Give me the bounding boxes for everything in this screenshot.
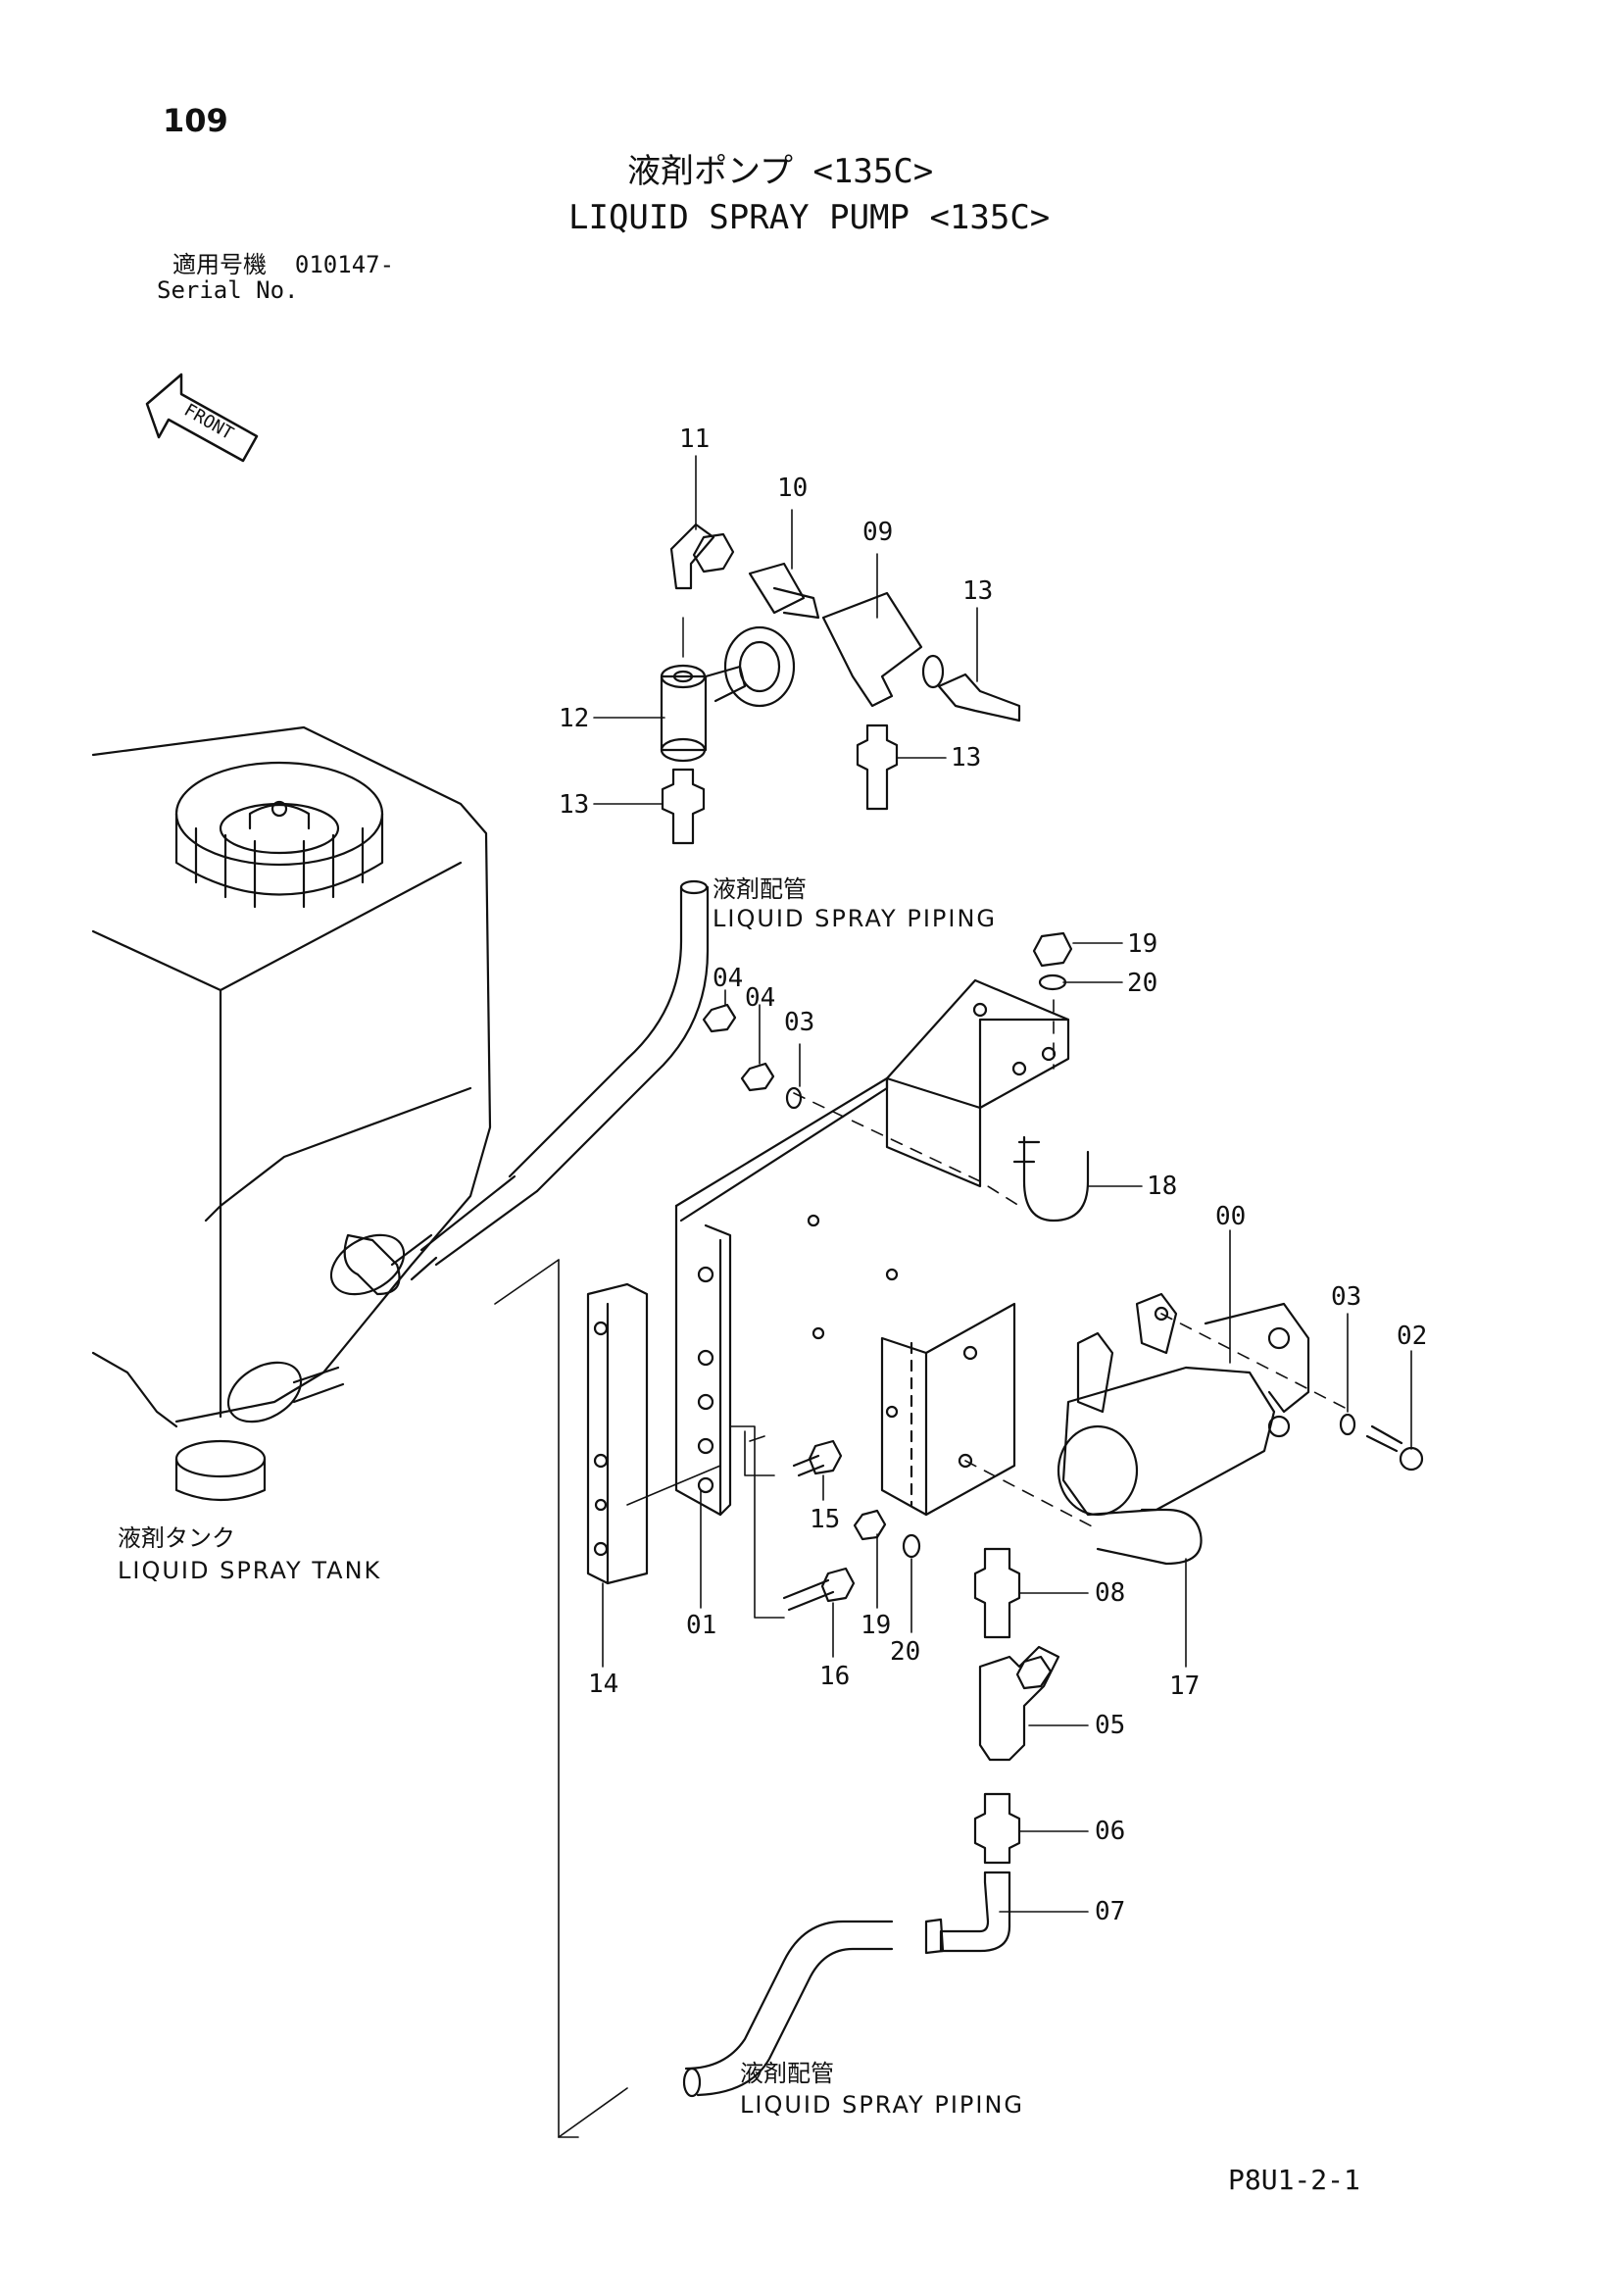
- callout-20-lower: 20: [890, 1637, 921, 1667]
- top-fittings-drawing: [660, 523, 1021, 845]
- callout-01: 01: [686, 1611, 717, 1640]
- piping-upper-hose-edge: [535, 885, 710, 1193]
- callout-03-right: 03: [1331, 1282, 1362, 1312]
- piping-upper-hose-end: [679, 879, 709, 895]
- piping-to-tank: [419, 1174, 539, 1267]
- front-arrow-label: FRONT: [180, 400, 237, 444]
- serial-value: 010147-: [294, 251, 395, 278]
- page-title-japanese: 液剤ポンプ <135C>: [627, 152, 934, 191]
- callout-12: 12: [559, 704, 590, 733]
- callout-18: 18: [1147, 1172, 1178, 1201]
- callout-04-right: 04: [745, 983, 776, 1013]
- piping-lower-label-english: LIQUID SPRAY PIPING: [740, 2091, 1024, 2119]
- callout-13-right: 13: [962, 576, 994, 606]
- piping-upper-hose: [508, 885, 683, 1178]
- callout-13-middle: 13: [951, 743, 982, 773]
- liquid-spray-tank-drawing: [91, 725, 492, 1502]
- callout-19-lower: 19: [861, 1611, 892, 1640]
- callout-04-left: 04: [713, 964, 744, 993]
- callout-03-left: 03: [784, 1008, 815, 1037]
- page-code: P8U1-2-1: [1228, 2164, 1360, 2196]
- page-number: 109: [163, 102, 228, 139]
- callout-02: 02: [1397, 1322, 1428, 1351]
- callout-05: 05: [1095, 1711, 1126, 1740]
- piping-lower-label-japanese: 液剤配管: [740, 2060, 834, 2087]
- callout-leader-lines: [593, 455, 1412, 1913]
- pump-bracket-assembly-drawing: [586, 931, 1424, 1619]
- tank-label-japanese: 液剤タンク: [118, 1524, 235, 1552]
- callout-10: 10: [777, 474, 809, 503]
- callout-06: 06: [1095, 1817, 1126, 1846]
- callout-19-upper: 19: [1127, 929, 1158, 959]
- callout-16: 16: [819, 1662, 851, 1691]
- page-title-english: LIQUID SPRAY PUMP <135C>: [568, 198, 1051, 237]
- callout-00: 00: [1215, 1202, 1247, 1231]
- callout-08: 08: [1095, 1578, 1126, 1608]
- callout-14: 14: [588, 1670, 619, 1699]
- callout-15: 15: [810, 1505, 841, 1534]
- lower-fittings-drawing: [682, 1547, 1060, 2098]
- piping-upper-label-english: LIQUID SPRAY PIPING: [713, 905, 997, 932]
- callout-17: 17: [1169, 1672, 1201, 1701]
- callout-07: 07: [1095, 1897, 1126, 1926]
- divider-line-ends: [494, 1259, 628, 2138]
- callout-11: 11: [679, 424, 711, 454]
- serial-label-japanese: 適用号機: [172, 251, 267, 278]
- serial-label-english: Serial No.: [157, 276, 299, 304]
- serial-number-row: 適用号機 010147-: [172, 253, 394, 276]
- piping-upper-label-japanese: 液剤配管: [713, 875, 807, 903]
- callout-13-left: 13: [559, 790, 590, 820]
- divider-line: [558, 1259, 579, 2138]
- front-arrow-icon: FRONT: [145, 373, 259, 463]
- callout-20-upper: 20: [1127, 969, 1158, 998]
- callout-09: 09: [862, 518, 894, 547]
- tank-label-english: LIQUID SPRAY TANK: [118, 1557, 382, 1584]
